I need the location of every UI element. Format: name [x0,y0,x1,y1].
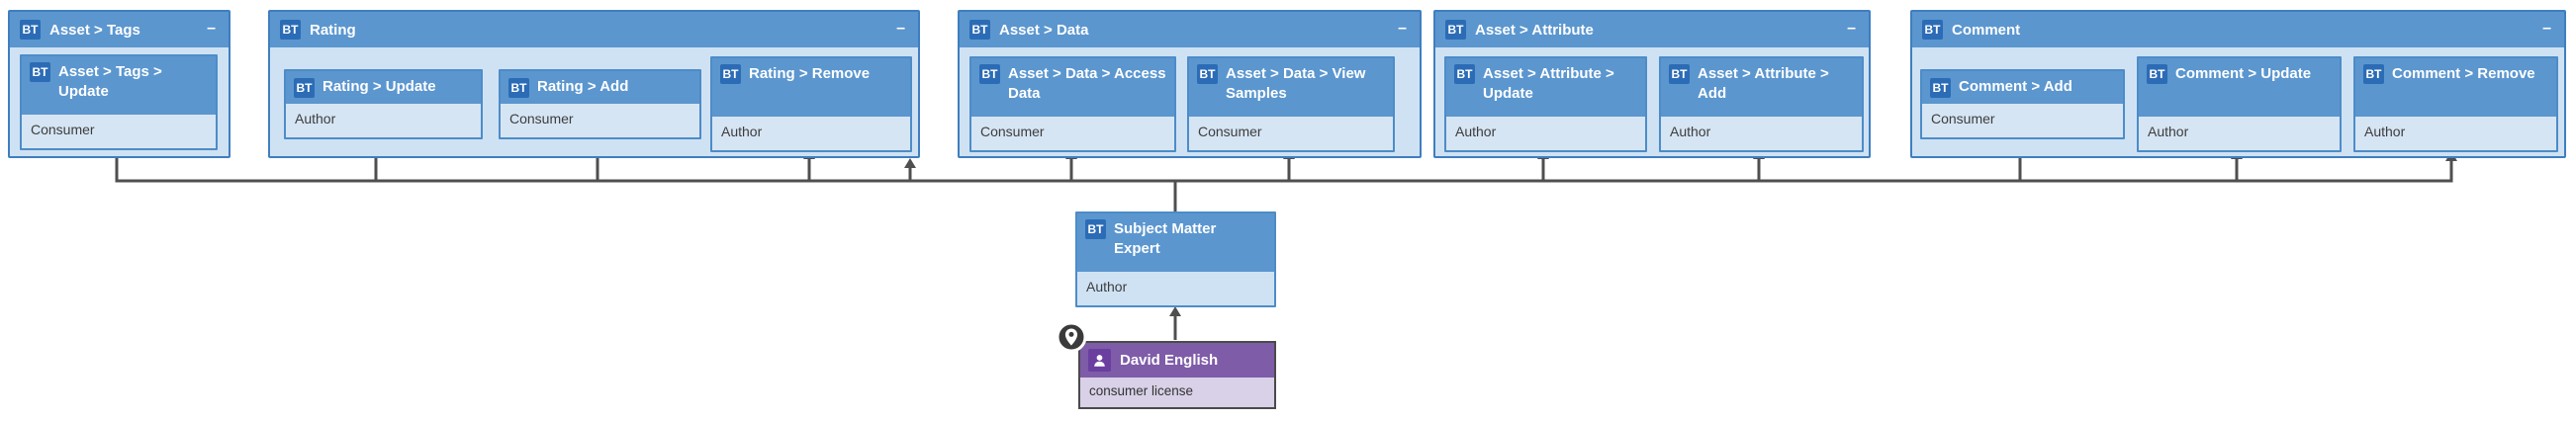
card-header: BT Rating > Add [501,71,699,104]
card-rating-update[interactable]: BT Rating > Update Author [284,69,483,139]
bt-badge-icon: BT [720,64,741,84]
user-name: David English [1120,352,1219,369]
card-header: BT Asset > Data > Access Data [971,58,1174,117]
collapse-icon[interactable]: – [207,20,216,37]
card-header: BT Asset > Attribute > Update [1446,58,1645,117]
card-header: BT Subject Matter Expert [1077,213,1274,272]
card-role: Author [1670,124,1711,139]
bt-badge-icon: BT [294,77,315,98]
bt-badge-icon: BT [2363,64,2384,84]
bt-badge-icon: BT [20,20,41,40]
group-header: BT Asset > Tags [10,12,229,47]
bt-badge-icon: BT [280,20,301,40]
card-role: Author [295,111,336,126]
card-comment-remove[interactable]: BT Comment > Remove Author [2353,56,2558,152]
collapse-icon[interactable]: – [2542,20,2551,37]
group-comment[interactable]: BT Comment – BT Comment > Add Consumer B… [1910,10,2566,158]
card-header: BT Comment > Add [1922,71,2123,104]
bt-badge-icon: BT [1085,219,1106,239]
card-role: Consumer [1198,124,1262,139]
group-header: BT Comment [1912,12,2564,47]
group-asset-data[interactable]: BT Asset > Data – BT Asset > Data > Acce… [958,10,1422,158]
card-title: Asset > Attribute > Update [1483,65,1614,103]
bt-badge-icon: BT [1922,20,1943,40]
user-icon [1088,349,1111,372]
card-title: Asset > Data > Access Data [1008,65,1166,103]
group-title: Asset > Tags [49,21,140,39]
card-title: Comment > Update [2175,65,2312,82]
bt-badge-icon: BT [1669,64,1690,84]
card-header: BT Rating > Remove [712,58,910,117]
card-role: Consumer [980,124,1045,139]
bt-badge-icon: BT [2147,64,2167,84]
group-header: BT Asset > Attribute [1435,12,1869,47]
group-title: Asset > Attribute [1475,21,1594,39]
card-asset-attribute-update[interactable]: BT Asset > Attribute > Update Author [1444,56,1647,152]
user-header: David English [1080,343,1274,378]
card-header: BT Asset > Tags > Update [22,56,216,115]
card-title: Comment > Remove [2392,65,2535,82]
card-title: Rating > Add [537,78,629,96]
card-title: Rating > Remove [749,65,871,82]
collapse-icon[interactable]: – [896,20,905,37]
bt-badge-icon: BT [1197,64,1218,84]
bt-badge-icon: BT [508,77,529,98]
card-asset-data-access-data[interactable]: BT Asset > Data > Access Data Consumer [969,56,1176,152]
card-comment-add[interactable]: BT Comment > Add Consumer [1920,69,2125,139]
group-asset-tags[interactable]: BT Asset > Tags – BT Asset > Tags > Upda… [8,10,230,158]
card-title: Asset > Tags > Update [58,63,162,101]
location-pin-icon [1056,321,1087,353]
card-title: Subject Matter Expert [1114,220,1217,258]
card-role: Author [721,124,763,139]
card-comment-update[interactable]: BT Comment > Update Author [2137,56,2342,152]
bt-badge-icon: BT [979,64,1000,84]
card-asset-tags-update[interactable]: BT Asset > Tags > Update Consumer [20,54,218,150]
card-role: Author [2148,124,2189,139]
card-role: Author [1077,272,1274,305]
card-header: BT Asset > Data > View Samples [1189,58,1393,117]
group-asset-attribute[interactable]: BT Asset > Attribute – BT Asset > Attrib… [1433,10,1871,158]
card-header: BT Comment > Remove [2355,58,2556,117]
bt-badge-icon: BT [1454,64,1475,84]
card-header: BT Rating > Update [286,71,481,104]
card-title: Asset > Data > View Samples [1226,65,1366,103]
card-role: Author [2364,124,2406,139]
card-title: Comment > Add [1959,78,2072,96]
bt-badge-icon: BT [1930,77,1951,98]
group-rating[interactable]: BT Rating – BT Rating > Update Author BT… [268,10,920,158]
card-title: Rating > Update [322,78,436,96]
collapse-icon[interactable]: – [1398,20,1407,37]
card-asset-attribute-add[interactable]: BT Asset > Attribute > Add Author [1659,56,1864,152]
card-role: Consumer [509,111,574,126]
group-header: BT Rating [270,12,918,47]
bt-badge-icon: BT [30,62,50,82]
group-title: Asset > Data [999,21,1089,39]
group-title: Rating [310,21,356,39]
card-rating-add[interactable]: BT Rating > Add Consumer [499,69,701,139]
role-node-subject-matter-expert[interactable]: BT Subject Matter Expert Author [1075,211,1276,307]
card-header: BT Comment > Update [2139,58,2340,117]
card-rating-remove[interactable]: BT Rating > Remove Author [710,56,912,152]
card-role: Consumer [1931,111,1995,126]
card-role: Author [1455,124,1497,139]
card-role: Consumer [31,122,95,137]
card-title: Asset > Attribute > Add [1698,65,1829,103]
group-header: BT Asset > Data [960,12,1420,47]
bt-badge-icon: BT [969,20,990,40]
group-title: Comment [1952,21,2021,39]
card-header: BT Asset > Attribute > Add [1661,58,1862,117]
user-node-david-english[interactable]: David English consumer license [1078,341,1276,409]
card-asset-data-view-samples[interactable]: BT Asset > Data > View Samples Consumer [1187,56,1395,152]
collapse-icon[interactable]: – [1847,20,1856,37]
user-license: consumer license [1089,383,1194,398]
bt-badge-icon: BT [1445,20,1466,40]
